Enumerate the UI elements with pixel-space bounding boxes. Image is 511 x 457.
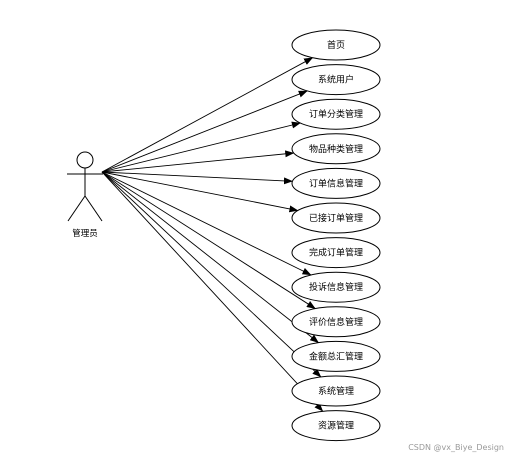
use-case-label: 金额总汇管理 <box>309 350 363 362</box>
use-case: 金额总汇管理 <box>291 340 381 372</box>
actor-figure: 管理员 <box>67 151 103 239</box>
actor-right-leg <box>84 195 103 222</box>
association-line <box>101 171 312 276</box>
use-case-label: 完成订单管理 <box>309 247 363 259</box>
use-case: 完成订单管理 <box>291 237 381 269</box>
use-case: 系统用户 <box>291 64 381 96</box>
use-case: 物品种类管理 <box>291 133 381 165</box>
use-case-ellipse <box>291 410 381 442</box>
use-case-label: 系统用户 <box>318 74 354 86</box>
use-case-ellipse <box>291 202 381 234</box>
use-case-label: 订单分类管理 <box>309 108 363 120</box>
watermark: CSDN @vx_Biye_Design <box>408 443 504 452</box>
use-case: 投诉信息管理 <box>291 271 381 303</box>
association-lines <box>101 57 324 412</box>
association-line <box>101 90 308 173</box>
use-case-ellipse <box>291 237 381 269</box>
use-case-label: 订单信息管理 <box>309 177 363 189</box>
use-case-ellipse <box>291 133 381 165</box>
actor-head <box>76 151 94 169</box>
use-case: 评价信息管理 <box>291 306 381 338</box>
use-case-ellipse <box>291 306 381 338</box>
use-case-ellipse <box>291 167 381 199</box>
association-line <box>101 171 322 378</box>
actor-left-leg <box>67 195 86 222</box>
use-case: 订单分类管理 <box>291 98 381 130</box>
use-case-label: 投诉信息管理 <box>309 281 363 293</box>
actor-label: 管理员 <box>72 228 98 239</box>
use-case-label: 已接订单管理 <box>309 212 363 224</box>
association-line <box>101 171 316 309</box>
use-case: 系统管理 <box>291 375 381 407</box>
use-case-ellipse <box>291 98 381 130</box>
association-line <box>101 57 314 173</box>
use-case: 订单信息管理 <box>291 167 381 199</box>
use-case-label: 资源管理 <box>318 420 354 432</box>
association-line <box>101 171 324 412</box>
use-case-list: 首页系统用户订单分类管理物品种类管理订单信息管理已接订单管理完成订单管理投诉信息… <box>291 29 381 442</box>
use-case-ellipse <box>291 64 381 96</box>
use-case-label: 评价信息管理 <box>309 316 363 328</box>
use-case-ellipse <box>291 375 381 407</box>
use-case-ellipse <box>291 271 381 303</box>
use-case: 首页 <box>291 29 381 61</box>
use-case-ellipse <box>291 29 381 61</box>
association-line <box>101 171 319 343</box>
use-case: 已接订单管理 <box>291 202 381 234</box>
association-line <box>101 171 299 213</box>
use-case-label: 首页 <box>327 39 345 51</box>
use-case-label: 系统管理 <box>318 385 354 397</box>
association-line <box>101 171 293 185</box>
association-line <box>101 121 301 173</box>
use-case-label: 物品种类管理 <box>309 143 363 155</box>
association-line <box>101 150 295 173</box>
use-case: 资源管理 <box>291 410 381 442</box>
use-case-ellipse <box>291 340 381 372</box>
